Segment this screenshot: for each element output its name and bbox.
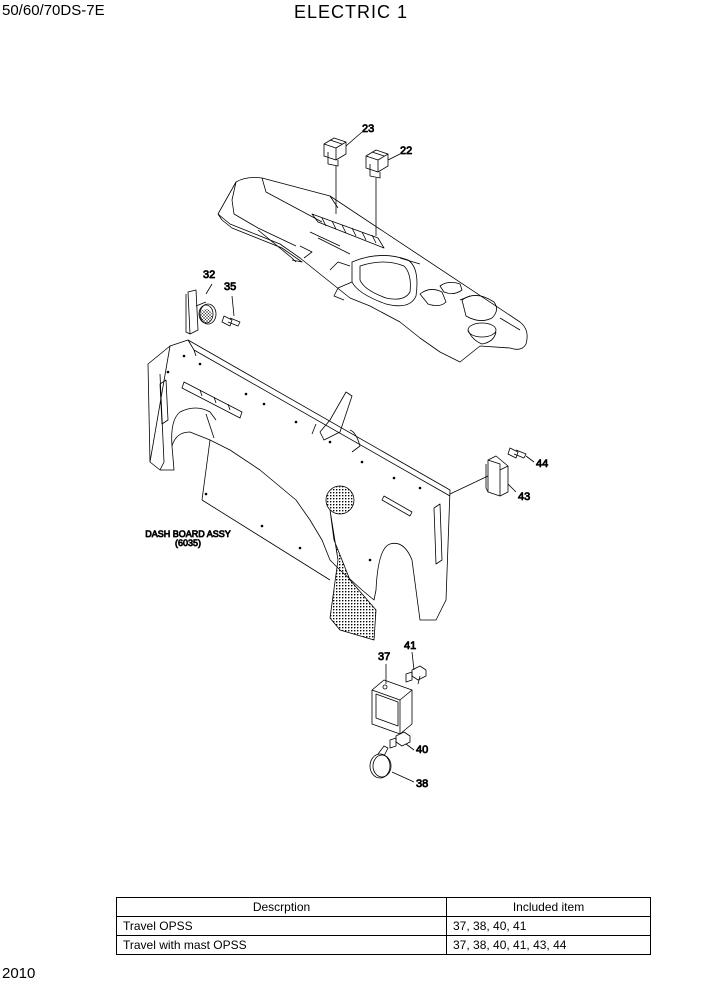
- column-header-included-item: Included item: [446, 897, 651, 917]
- row-included-items: 37, 38, 40, 41, 43, 44: [446, 935, 651, 955]
- bolt-44: [507, 447, 535, 463]
- rocker-switch-22: [365, 149, 401, 236]
- callout-32: 32: [203, 269, 215, 281]
- screw-41: [405, 651, 427, 685]
- callout-23: 23: [362, 123, 374, 135]
- opss-box-37: [371, 664, 413, 735]
- table-row: Travel with mast OPSS 37, 38, 40, 41, 43…: [116, 935, 651, 955]
- row-included-items: 37, 38, 40, 41: [446, 916, 651, 936]
- dashboard-cover: [217, 177, 528, 363]
- included-items-table: Descrption Included item Travel OPSS 37,…: [116, 897, 651, 955]
- bolt-35: [221, 295, 241, 327]
- buzzer-38: [369, 745, 415, 783]
- table-header-row: Descrption Included item: [116, 897, 651, 917]
- assembly-label: DASH BOARD ASSY: [145, 529, 231, 539]
- callout-35: 35: [224, 281, 236, 293]
- callout-38: 38: [416, 778, 428, 790]
- callout-22: 22: [400, 145, 412, 157]
- leader-line: [449, 475, 489, 495]
- row-description: Travel OPSS: [116, 916, 447, 936]
- model-number: 50/60/70DS-7E: [2, 2, 105, 19]
- page-title: ELECTRIC 1: [293, 2, 409, 22]
- callout-41: 41: [404, 640, 416, 652]
- callout-44: 44: [536, 458, 548, 470]
- screw-40: [389, 731, 415, 751]
- column-header-description: Descrption: [116, 897, 447, 917]
- rocker-switch-23: [323, 131, 363, 214]
- relay-43: [485, 455, 517, 497]
- assembly-part-number: (6035): [175, 538, 201, 548]
- callout-43: 43: [518, 491, 530, 503]
- horn-32: [185, 283, 217, 335]
- page-number: 2010: [2, 965, 36, 982]
- dash-board-panel: [147, 339, 451, 641]
- row-description: Travel with mast OPSS: [116, 935, 447, 955]
- table-row: Travel OPSS 37, 38, 40, 41: [116, 916, 651, 936]
- callout-40: 40: [416, 744, 428, 756]
- callout-37: 37: [378, 651, 390, 663]
